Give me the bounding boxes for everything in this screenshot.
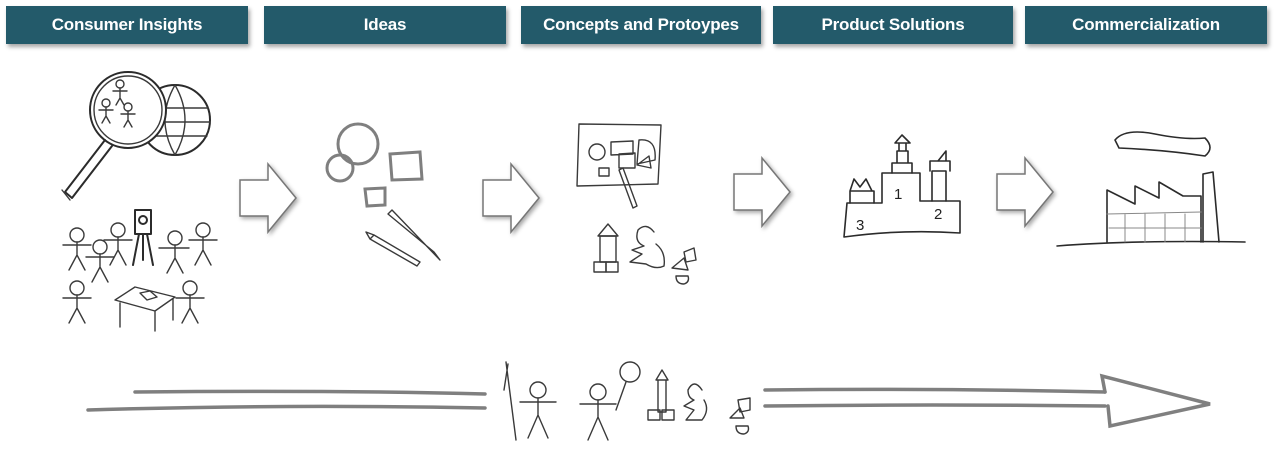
team-with-tools-icon xyxy=(503,361,751,441)
arrow-right-icon xyxy=(482,161,540,235)
drawing-board-icon xyxy=(576,123,662,209)
stage-consumer-insights: Consumer Insights xyxy=(6,6,248,44)
arrow-right-icon xyxy=(996,155,1054,229)
podium-second-label: 2 xyxy=(934,206,942,223)
shapes-sketch-icon xyxy=(325,122,441,267)
podium-third-label: 3 xyxy=(856,217,864,234)
stage-product-solutions: Product Solutions xyxy=(773,6,1013,44)
arrow-right-icon xyxy=(733,155,791,229)
long-arrow-right-icon xyxy=(86,373,1211,429)
stage-commercialization: Commercialization xyxy=(1025,6,1267,44)
podium-icon: 1 2 3 xyxy=(843,134,961,238)
arrow-right-icon xyxy=(239,161,297,235)
factory-icon xyxy=(1056,131,1246,247)
stage-ideas: Ideas xyxy=(264,6,506,44)
magnifier-globe-icon xyxy=(61,71,211,201)
child-blocks-icon xyxy=(593,223,697,285)
podium-first-label: 1 xyxy=(894,186,902,203)
stage-concepts-prototypes: Concepts and Protoypes xyxy=(521,6,761,44)
people-group-icon xyxy=(62,209,218,332)
